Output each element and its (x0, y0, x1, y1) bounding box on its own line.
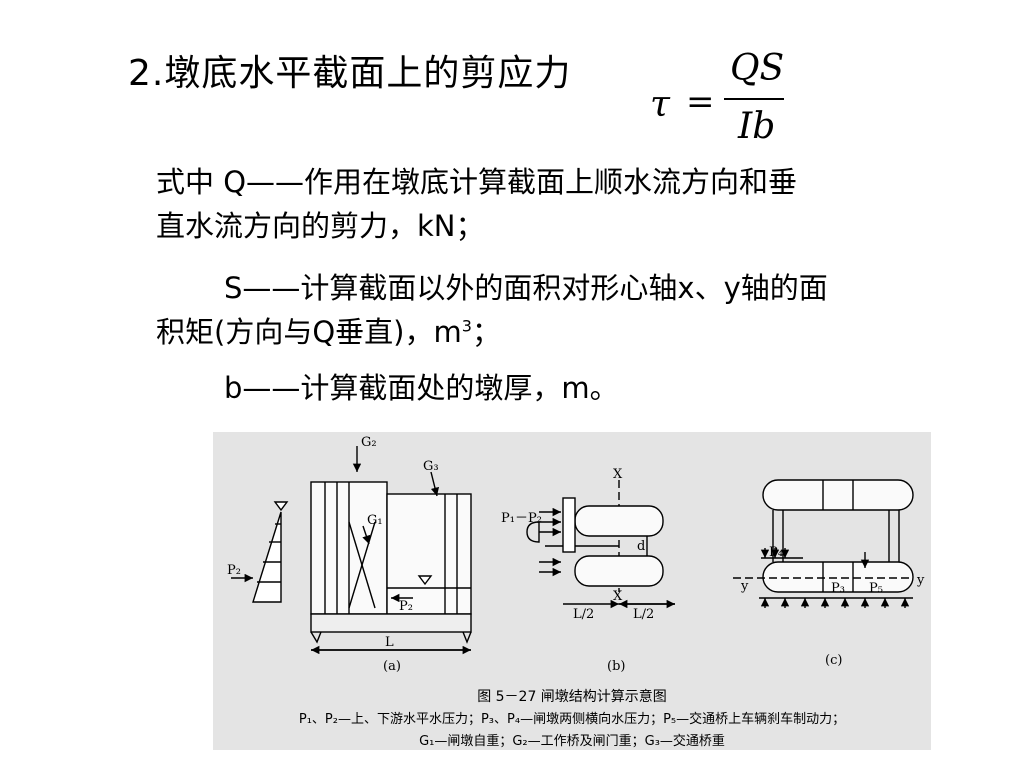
shear-stress-formula: τ = QS Ib (650, 46, 800, 156)
definition-b-line: b——计算截面处的墩厚，m。 (224, 371, 619, 405)
label-g2: G₂ (361, 435, 377, 450)
definition-s: S——计算截面以外的面积对形心轴x、y轴的面 积矩(方向与Q垂直)，m3； (156, 266, 828, 354)
formula-lhs: τ (650, 84, 670, 125)
formula-numerator: QS (730, 48, 785, 89)
label-l: L (385, 635, 394, 650)
definition-s-text: 积矩(方向与Q垂直)，m (156, 315, 462, 349)
label-p2-left: P₂ (227, 563, 241, 578)
label-a: (a) (383, 659, 401, 674)
figure-caption-title: 图 5－27 闸墩结构计算示意图 (477, 689, 667, 705)
definition-q: 式中 Q——作用在墩底计算截面上顺水流方向和垂 直水流方向的剪力，kN； (156, 160, 797, 248)
label-p5: P₅ (869, 581, 883, 596)
definition-s-superscript: 3 (461, 316, 472, 336)
definition-s-end: ； (471, 315, 501, 349)
diagram-a (231, 446, 472, 655)
diagram-c (733, 479, 914, 608)
definition-q-line1: 式中 Q——作用在墩底计算截面上顺水流方向和垂 (156, 165, 798, 199)
pier-diagrams: G₂ G₃ G₁ P₂ P₂ L (a) X X P₁－P₂ d L/ (227, 435, 925, 674)
figure-caption-line2: P₁、P₂—上、下游水平水压力；P₃、P₄—闸墩两侧横向水压力；P₅—交通桥上车… (298, 712, 846, 727)
label-x-bottom: X (613, 589, 623, 604)
definition-s-line1: S——计算截面以外的面积对形心轴x、y轴的面 (224, 271, 828, 305)
label-d: d (637, 539, 645, 554)
figure-caption-line3: G₁—闸墩自重；G₂—工作桥及闸门重；G₃—交通桥重 (419, 734, 725, 749)
label-half-l-left: L/2 (573, 607, 594, 622)
label-p4: P₄ (769, 545, 783, 560)
label-p3: P₃ (831, 581, 845, 596)
fraction-bar (724, 98, 784, 100)
label-c: (c) (825, 653, 842, 668)
label-g1: G₁ (367, 513, 383, 528)
label-y-right: y (916, 573, 925, 588)
label-y-left: y (740, 579, 749, 594)
pier-calculation-figure: G₂ G₃ G₁ P₂ P₂ L (a) X X P₁－P₂ d L/ (213, 432, 931, 750)
formula-equals: = (686, 82, 715, 122)
definition-b: b——计算截面处的墩厚，m。 (156, 366, 619, 410)
definition-q-line2: 直水流方向的剪力，kN； (156, 209, 485, 243)
diagram-b (526, 480, 675, 609)
formula-denominator: Ib (738, 106, 776, 147)
label-b: (b) (607, 659, 625, 674)
label-half-l-right: L/2 (633, 607, 654, 622)
definition-s-line2: 积矩(方向与Q垂直)，m3； (156, 310, 828, 354)
label-p1-p2: P₁－P₂ (501, 511, 542, 526)
label-p2-right: P₂ (399, 599, 413, 614)
label-g3: G₃ (423, 459, 439, 474)
section-heading: 2.墩底水平截面上的剪应力 (128, 53, 572, 94)
label-x-top: X (613, 467, 623, 482)
